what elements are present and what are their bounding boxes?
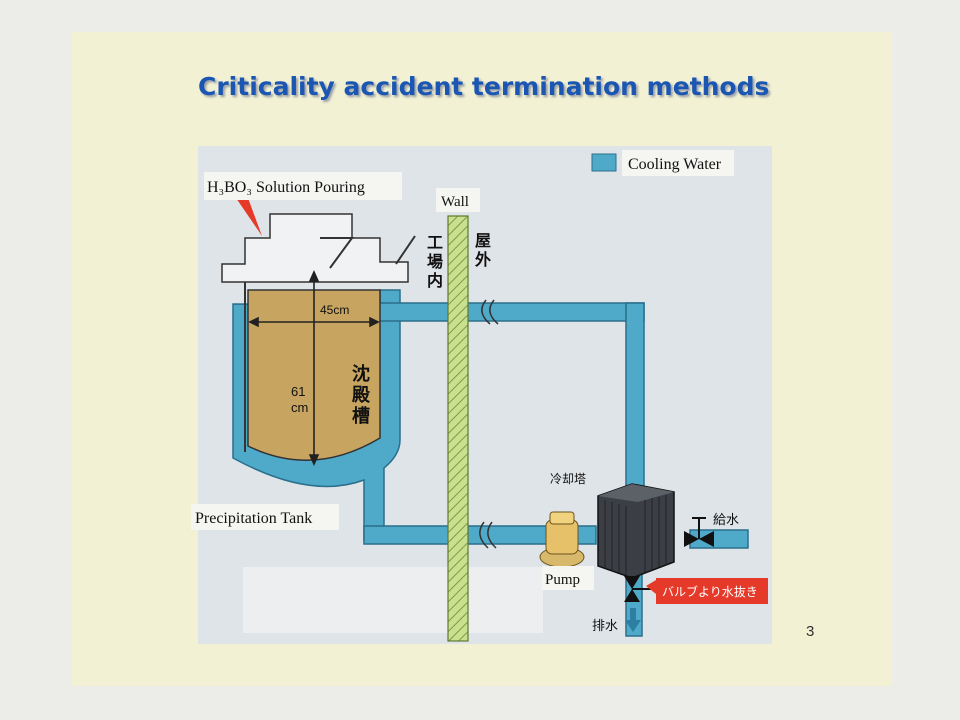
- vertical-glyph: 内: [427, 271, 443, 290]
- page-number: 3: [806, 623, 815, 640]
- slide-title: Criticality accident termination methods: [198, 72, 770, 101]
- drain-label: 排水: [592, 619, 618, 634]
- outside-label: 屋外: [474, 231, 491, 269]
- height-unit-line: cm: [291, 400, 308, 415]
- cooling-tower-label: 冷却塔: [550, 472, 586, 486]
- pump-label-box: [542, 566, 594, 590]
- tank-jp-label: 沈殿槽: [351, 363, 371, 427]
- precipitation-tank-label: Precipitation Tank: [195, 510, 312, 527]
- drain-valve: [624, 576, 652, 602]
- boric-label-box: [204, 172, 402, 200]
- vertical-glyph: 外: [474, 250, 491, 269]
- vertical-glyph: 沈: [352, 363, 370, 385]
- valve-drain-label: バルブより水抜き: [662, 584, 758, 599]
- height-dimension-label: 61 cm: [291, 384, 309, 415]
- pump-label: Pump: [545, 572, 580, 588]
- pump: [539, 511, 585, 568]
- dimension-height: [308, 270, 320, 466]
- boric-inlet-2: [395, 235, 416, 265]
- vertical-glyph: 槽: [352, 405, 370, 427]
- wall-label: Wall: [441, 194, 469, 210]
- blank-note-box: [243, 567, 543, 633]
- supply-valve: [684, 517, 714, 547]
- cooling-tower: [597, 483, 675, 579]
- vertical-glyph: 工: [427, 233, 443, 252]
- wall: [447, 215, 469, 642]
- vertical-glyph: 屋: [475, 231, 491, 250]
- water-supply-label: 給水: [713, 513, 739, 528]
- drain-arrow: [625, 608, 641, 632]
- drain-callout-pointer: [646, 580, 656, 594]
- valve-drain-box: [656, 578, 768, 604]
- boric-acid-label: H₃BO₃ Solution Pouring: [207, 179, 365, 196]
- wall-label-box: [436, 188, 480, 212]
- width-dimension-label: 45cm: [320, 303, 349, 317]
- pipe-upper-horizontal: [377, 302, 645, 322]
- boric-callout-pointer: [236, 198, 262, 236]
- height-value-line: 61: [291, 384, 305, 399]
- inside-plant-label: 工場内: [427, 233, 443, 290]
- legend-swatch: [591, 153, 617, 172]
- precipitation-label-box: [191, 504, 339, 530]
- legend-label-box: [622, 150, 734, 176]
- legend-label: Cooling Water: [628, 156, 722, 173]
- pipe-breaks: [479, 299, 499, 549]
- vertical-glyph: 場: [427, 252, 443, 271]
- pipe-right-vertical: [625, 302, 645, 504]
- boric-inlet: [320, 237, 354, 269]
- vertical-glyph: 殿: [351, 385, 371, 406]
